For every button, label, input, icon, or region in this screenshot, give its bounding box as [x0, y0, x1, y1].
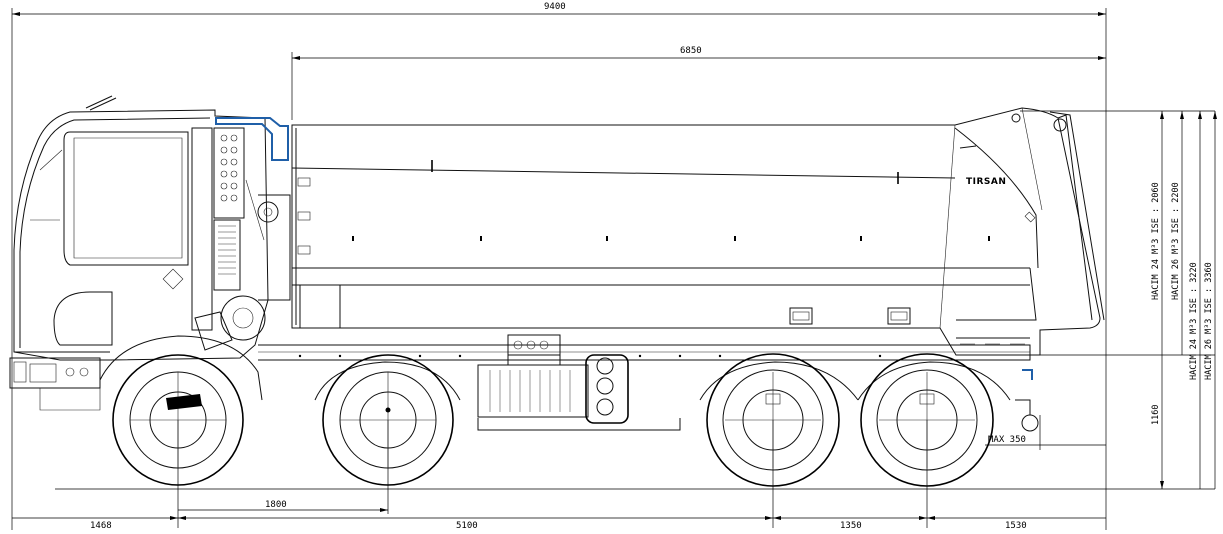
rear-light-icon	[1022, 369, 1033, 380]
dim-overall-length: 9400	[544, 2, 566, 12]
dim-rear-axle-spacing: 1350	[840, 521, 862, 531]
wheel-rear-2	[860, 353, 994, 487]
volume-label-4: HACIM 26 M³3 ISE : 3360	[1204, 262, 1214, 380]
wheel-front-2	[322, 354, 454, 486]
wheel-rear-1	[706, 353, 840, 487]
dim-body-length: 6850	[680, 46, 702, 56]
volume-label-1: HACIM 24 M³3 ISE : 2060	[1151, 182, 1161, 300]
wheel-front-1	[112, 354, 244, 486]
dim-wheelbase: 5100	[456, 521, 478, 531]
dim-front-overhang: 1468	[90, 521, 112, 531]
dim-axle-spacing-1: 1800	[265, 500, 287, 510]
dim-frame-height: 1160	[1151, 405, 1161, 425]
exhaust-pipe	[215, 117, 289, 161]
brand-logo: TIRSAN	[966, 177, 1006, 187]
volume-label-3: HACIM 24 M³3 ISE : 3220	[1189, 262, 1199, 380]
dump-body: TIRSAN	[291, 107, 1105, 356]
dim-max-hitch: MAX 350	[988, 435, 1026, 445]
dim-rear-overhang: 1530	[1005, 521, 1027, 531]
chassis-frame	[258, 307, 1039, 432]
volume-label-2: HACIM 26 M³3 ISE : 2200	[1171, 182, 1181, 300]
dimension-lines	[11, 8, 1217, 530]
truck-cab	[9, 95, 269, 411]
engine-compartment	[194, 127, 291, 351]
